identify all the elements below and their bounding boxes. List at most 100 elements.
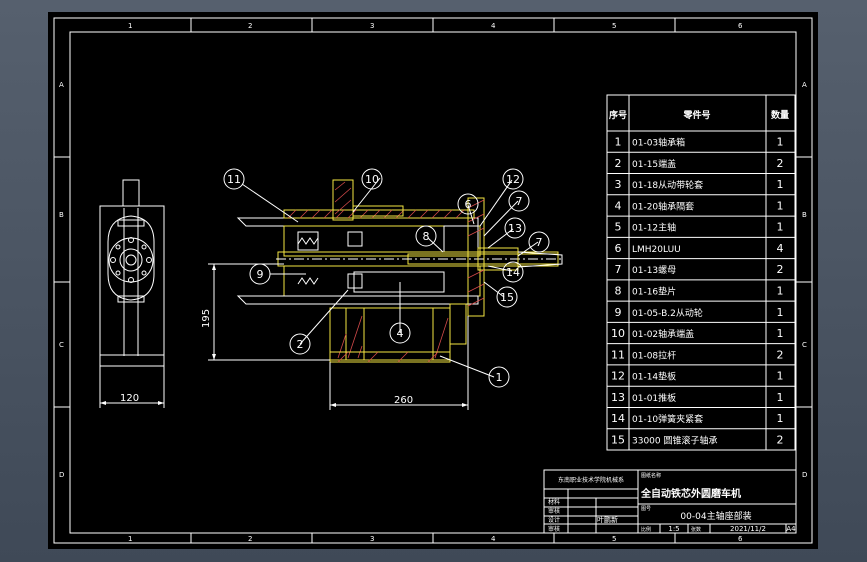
bom-cell-part: 01-02轴承端盖 [632,328,694,340]
drawing-canvas: 1 2 3 4 5 6 1 2 3 4 5 6 A B C D A B C D [53,17,813,544]
tb-check-label2: 审核 [548,525,560,533]
bom-cell-seq: 15 [611,433,625,446]
bom-cell-seq: 4 [615,199,622,212]
svg-text:6: 6 [465,198,472,211]
tb-design-label: 设计 [548,516,560,524]
tb-designer: 叶鹏新 [597,515,618,524]
balloon-8: 8 [415,225,437,247]
zone-top-1: 1 [128,22,132,30]
balloon-14: 14 [502,261,524,283]
bom-cell-seq: 2 [615,157,622,170]
part-balloons: 11 10 12 6 7 [223,168,550,388]
upper-pull-rod [236,217,479,227]
bom-cell-seq: 5 [615,221,622,234]
svg-text:8: 8 [423,230,430,243]
bom-cell-part: 01-10弹簧夹紧套 [632,413,703,425]
bom-cell-qty: 4 [777,242,784,255]
balloon-11: 11 [223,168,245,190]
bom-cell-qty: 2 [777,348,784,361]
title-block: 东南职业技术学院机械系 图纸名称 全自动铁芯外圆磨车机 图号 00-04主轴座部… [543,469,797,534]
bom-cell-seq: 7 [615,263,622,276]
bom-cell-part: 01-05-B.2从动轮 [632,307,703,319]
svg-text:2: 2 [297,338,304,351]
bom-cell-seq: 3 [615,178,622,191]
bom-frame [606,94,796,451]
svg-text:7: 7 [516,195,523,208]
zone-top-3: 3 [370,22,374,30]
bom-cell-qty: 1 [777,370,784,383]
dim-195-value: 195 [201,309,212,328]
bom-cell-seq: 13 [611,391,625,404]
svg-text:1: 1 [496,371,503,384]
svg-text:12: 12 [506,173,520,186]
side-view-bore [119,248,143,272]
bom-cell-seq: 1 [615,136,622,149]
bom-header-seq: 序号 [609,109,627,121]
zone-bottom-2: 2 [248,535,252,543]
bom-cell-seq: 6 [615,242,622,255]
zone-bottom-3: 3 [370,535,374,543]
bom-cell-qty: 1 [777,391,784,404]
dim-260-value: 260 [394,395,413,406]
svg-text:10: 10 [365,173,379,186]
bom-cell-part: 01-14垫板 [632,371,676,383]
bom-cell-part: 01-15端盖 [632,158,676,170]
bearing-spacer [353,271,445,293]
zone-top-2: 2 [248,22,252,30]
top-zone-ticks [54,18,812,543]
bom-cell-qty: 1 [777,178,784,191]
bom-cell-seq: 10 [611,327,625,340]
svg-text:13: 13 [508,222,522,235]
zone-left-D: D [59,471,64,479]
zone-bottom-4: 4 [491,535,496,543]
tb-paper: A4 [786,525,796,533]
tb-scale: 1:5 [668,525,679,533]
bom-header-part: 零件号 [682,109,710,121]
bom-cell-part: 01-01推板 [632,392,676,404]
bom-cell-seq: 11 [611,348,625,361]
tb-material-label: 材料 [548,498,560,506]
bom-cell-part: LMH20LUU [632,245,681,255]
balloon-12: 12 [502,168,524,190]
bom-cell-qty: 1 [777,306,784,319]
tb-subtitle: 00-04主轴座部装 [680,510,751,522]
balloon-7-upper: 7 [508,190,530,212]
outer-border [53,17,813,544]
side-view-top-boss [122,179,140,207]
bom-cell-seq: 12 [611,370,625,383]
bom-cell-qty: 1 [777,221,784,234]
svg-text:9: 9 [257,268,264,281]
bom-cell-qty: 1 [777,199,784,212]
side-view-shaft [125,254,137,266]
tb-school: 东南职业技术学院机械系 [558,476,624,484]
bom-cell-seq: 8 [615,285,622,298]
balloon-10: 10 [361,168,383,190]
balloon-13: 13 [504,217,526,239]
tb-small-tag: 图纸名称 [641,472,661,479]
zone-left-B: B [59,211,64,219]
main-section-view: 195 260 [201,179,564,410]
tb-sheet-label: 张数 [691,526,701,533]
side-view: 120 [99,179,165,408]
bom-cell-part: 01-12主轴 [632,222,676,234]
balloon-9: 9 [249,263,271,285]
zone-bottom-5: 5 [612,535,616,543]
inner-frame [69,31,797,534]
tb-check-label: 审核 [548,507,560,515]
bom-cell-part: 01-13螺母 [632,265,676,276]
bom-cell-qty: 1 [777,285,784,298]
bom-cell-part: 01-18从动带轮套 [632,179,703,191]
tb-scale-label: 比例 [641,526,651,533]
bom-cell-part: 01-20轴承隔套 [632,200,694,212]
drawing-sheet[interactable]: 1 2 3 4 5 6 1 2 3 4 5 6 A B C D A B C D [48,12,818,549]
svg-text:15: 15 [500,291,514,304]
bom-cell-part: 01-16垫片 [632,286,676,298]
balloon-1: 1 [488,366,510,388]
zone-right-B: B [802,211,807,219]
side-view-housing [107,215,155,301]
bom-cell-part: 01-08拉杆 [632,349,676,361]
balloon-4: 4 [389,322,411,344]
bom-cell-qty: 2 [777,433,784,446]
